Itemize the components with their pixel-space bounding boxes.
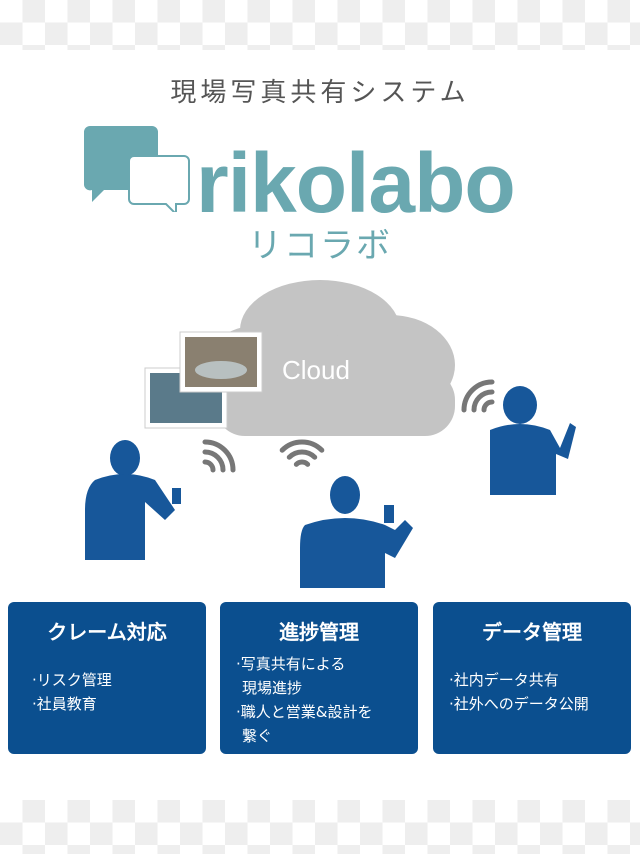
chat-bubbles-icon bbox=[84, 126, 190, 212]
brand-logo-text: rikolabo bbox=[196, 136, 516, 230]
card-claim-handling: クレーム対応 リスク管理 社員教育 bbox=[8, 602, 206, 754]
card-item: 職人と営業&設計を bbox=[236, 700, 373, 724]
card-title: 進捗管理 bbox=[279, 620, 359, 644]
person-center bbox=[300, 476, 413, 588]
card-title: クレーム対応 bbox=[47, 620, 167, 644]
card-item: 写真共有による bbox=[236, 652, 372, 676]
photo-thumbnails bbox=[144, 331, 263, 429]
brand-kana: リコラボ bbox=[248, 226, 392, 266]
card-item: 社員教育 bbox=[32, 692, 112, 716]
wifi-icons bbox=[202, 379, 495, 473]
decorative-pattern-top bbox=[0, 0, 640, 50]
system-subtitle: 現場写真共有システム bbox=[170, 78, 470, 108]
card-data-management: データ管理 社内データ共有 社外へのデータ公開 bbox=[433, 602, 631, 754]
cloud-label: Cloud bbox=[282, 355, 350, 385]
person-right bbox=[490, 386, 576, 495]
card-title: データ管理 bbox=[482, 620, 582, 644]
card-item: 現場進捗 bbox=[242, 679, 303, 697]
cloud-shape bbox=[200, 280, 455, 436]
person-left bbox=[85, 440, 181, 560]
card-item: 社外へのデータ公開 bbox=[449, 692, 589, 716]
card-item: 社内データ共有 bbox=[449, 668, 589, 692]
card-progress-management: 進捗管理 写真共有による 現場進捗 職人と営業&設計を 繋ぐ bbox=[220, 602, 418, 754]
card-item: 繋ぐ bbox=[242, 727, 273, 745]
card-item: リスク管理 bbox=[32, 668, 112, 692]
cloud-sharing-illustration bbox=[85, 280, 576, 588]
decorative-pattern-bottom bbox=[0, 800, 640, 854]
